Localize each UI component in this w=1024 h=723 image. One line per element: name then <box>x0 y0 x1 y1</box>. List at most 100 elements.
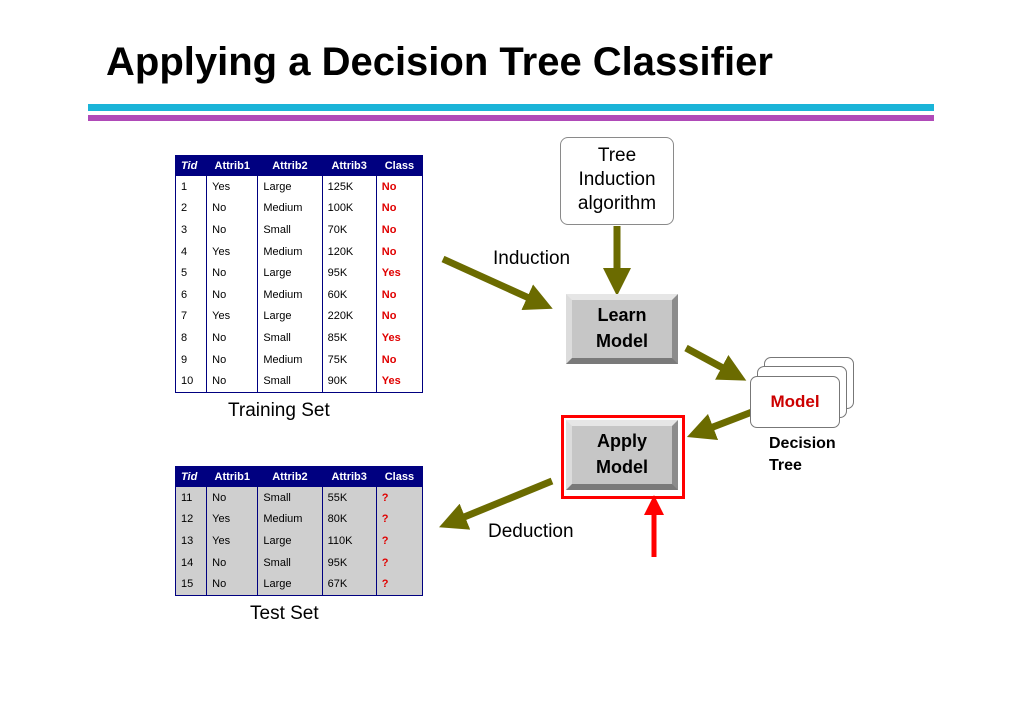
apply-model-highlight <box>561 415 685 499</box>
table-cell: 67K <box>321 573 377 596</box>
table-cell: No <box>206 573 259 596</box>
table-cell: Small <box>257 551 323 574</box>
table-cell: 75K <box>321 348 377 371</box>
class-cell: No <box>375 240 424 263</box>
model-label: Model <box>770 392 820 411</box>
class-cell: No <box>375 219 424 241</box>
table-cell: Large <box>257 530 323 552</box>
column-header: Attrib1 <box>206 466 259 487</box>
algorithm-line: Tree <box>597 145 637 166</box>
table-cell: 15 <box>174 573 208 596</box>
table-cell: 2 <box>174 197 208 220</box>
table-cell: 90K <box>321 370 377 393</box>
learn-model-box: Learn Model <box>566 294 678 364</box>
table-cell: 110K <box>321 530 377 552</box>
learn-line: Learn <box>597 305 647 325</box>
class-cell: No <box>375 197 424 220</box>
table-cell: 13 <box>174 530 208 552</box>
table-cell: Medium <box>257 283 323 306</box>
class-cell: No <box>375 348 424 371</box>
model-to-apply-arrow <box>686 408 754 441</box>
table-cell: 95K <box>321 551 377 574</box>
class-cell: Yes <box>375 262 424 284</box>
model-card-front: Model <box>750 376 840 428</box>
table-cell: Large <box>257 573 323 596</box>
table-cell: Large <box>257 176 323 198</box>
table-cell: 220K <box>321 305 377 328</box>
table-cell: 6 <box>174 283 208 306</box>
decision-tree-label: Decision Tree <box>769 433 836 477</box>
table-cell: No <box>206 487 259 509</box>
table-cell: Small <box>257 327 323 349</box>
class-cell: Yes <box>375 327 424 349</box>
table-cell: Yes <box>206 508 259 531</box>
table-cell: No <box>206 348 259 371</box>
table-cell: Small <box>257 219 323 241</box>
induction-label: Induction <box>493 248 571 269</box>
table-cell: Yes <box>206 530 259 552</box>
decision-tree-line: Decision <box>769 435 836 452</box>
learn-to-model-arrow <box>684 344 747 381</box>
table-cell: 120K <box>321 240 377 263</box>
table-cell: No <box>206 327 259 349</box>
table-cell: Large <box>257 262 323 284</box>
table-cell: Medium <box>257 197 323 220</box>
algorithm-line: algorithm <box>577 193 657 214</box>
table-cell: 4 <box>174 240 208 263</box>
tree-induction-algorithm-box: Tree Induction algorithm <box>560 137 674 225</box>
column-header: Class <box>375 466 424 487</box>
table-cell: 85K <box>321 327 377 349</box>
table-cell: Yes <box>206 305 259 328</box>
table-cell: 12 <box>174 508 208 531</box>
table-cell: Yes <box>206 176 259 198</box>
table-cell: 60K <box>321 283 377 306</box>
column-header: Class <box>375 155 424 176</box>
table-cell: Large <box>257 305 323 328</box>
table-cell: 70K <box>321 219 377 241</box>
table-cell: 11 <box>174 487 208 509</box>
table-cell: No <box>206 197 259 220</box>
apply-line: Apply <box>596 431 647 451</box>
class-cell: ? <box>375 551 424 574</box>
table-cell: No <box>206 370 259 393</box>
table-cell: 9 <box>174 348 208 371</box>
test-set-caption: Test Set <box>250 603 319 624</box>
column-header: Attrib3 <box>321 155 377 176</box>
algorithm-line: Induction <box>578 169 656 190</box>
table-cell: Small <box>257 487 323 509</box>
table-cell: 7 <box>174 305 208 328</box>
class-cell: ? <box>375 530 424 552</box>
deduction-label: Deduction <box>488 521 574 542</box>
table-cell: 14 <box>174 551 208 574</box>
table-cell: No <box>206 283 259 306</box>
learn-line: Model <box>596 331 648 351</box>
table-header-row: Tid Attrib1 Attrib2 Attrib3 Class <box>174 155 424 176</box>
column-header: Attrib2 <box>257 466 323 487</box>
class-cell: ? <box>375 487 424 509</box>
table-cell: 100K <box>321 197 377 220</box>
decision-tree-line: Tree <box>769 457 802 474</box>
table-cell: 1 <box>174 176 208 198</box>
column-header: Tid <box>174 155 208 176</box>
table-cell: 10 <box>174 370 208 393</box>
deduction-arrow <box>439 477 554 530</box>
divider-cyan <box>88 104 934 111</box>
class-cell: No <box>375 283 424 306</box>
table-cell: 8 <box>174 327 208 349</box>
table-cell: Yes <box>206 240 259 263</box>
table-header-row: Tid Attrib1 Attrib2 Attrib3 Class <box>174 466 424 487</box>
table-cell: 5 <box>174 262 208 284</box>
column-header: Tid <box>174 466 208 487</box>
